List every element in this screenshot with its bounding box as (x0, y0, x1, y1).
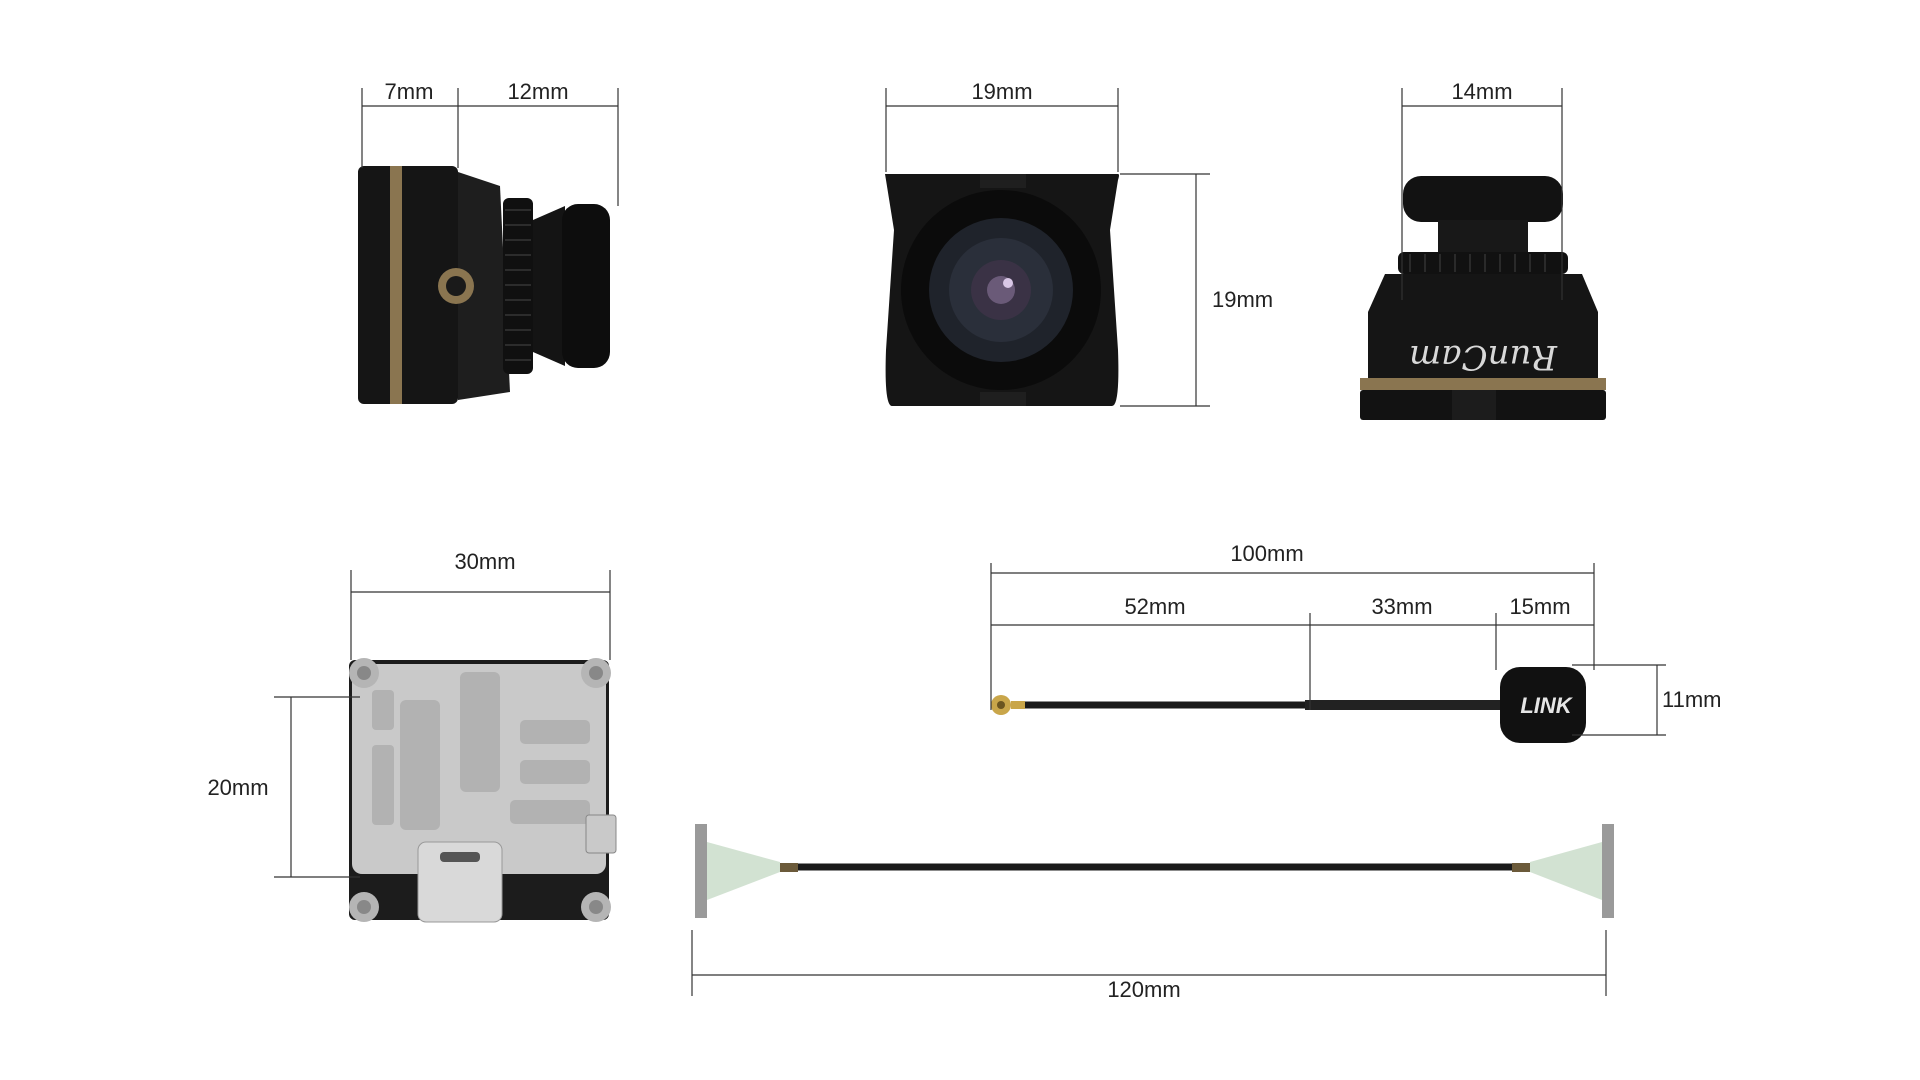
antenna-logo: LINK (1520, 693, 1573, 718)
label-board-height: 20mm (207, 775, 268, 800)
label-side-lens: 12mm (507, 79, 568, 104)
heatsink-grooves (372, 672, 590, 830)
mipi-cable (695, 824, 1614, 918)
label-top-width: 14mm (1451, 79, 1512, 104)
label-cable-length: 120mm (1107, 977, 1180, 1002)
label-front-width: 19mm (971, 79, 1032, 104)
focus-ring-ridges (505, 209, 531, 361)
label-antenna-head: 11mm (1662, 687, 1722, 712)
label-front-height: 19mm (1212, 287, 1273, 312)
camera-top-view: RunCam (1360, 176, 1606, 420)
label-side-depth: 7mm (385, 79, 434, 104)
label-board-width: 30mm (454, 549, 515, 574)
dimension-labels: 7mm 12mm 19mm 19mm 14mm 30mm 20mm 100mm … (207, 79, 1721, 1002)
label-antenna-segment-2: 33mm (1371, 594, 1432, 619)
brand-logo: RunCam (1409, 337, 1558, 377)
focus-ring-ridges (1409, 254, 1546, 272)
label-antenna-segment-1: 52mm (1124, 594, 1185, 619)
vtx-board (349, 658, 617, 923)
label-antenna-segment-3: 15mm (1509, 594, 1570, 619)
dimension-lines (274, 88, 1666, 996)
antenna: LINK (991, 667, 1586, 743)
usb-c-port (417, 841, 503, 923)
label-antenna-total: 100mm (1230, 541, 1303, 566)
camera-side-view (358, 166, 610, 404)
camera-front-view (885, 174, 1119, 406)
